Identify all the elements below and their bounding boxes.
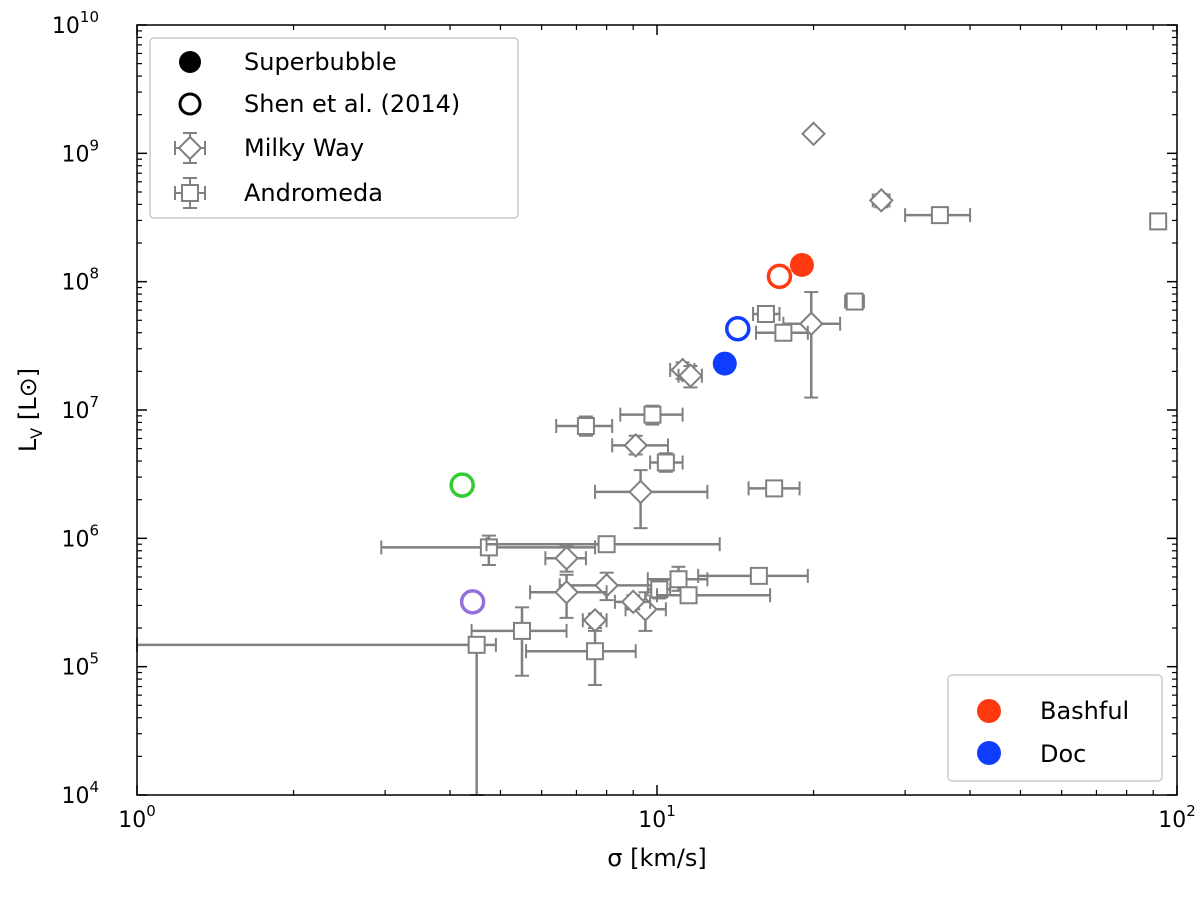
y-tick-label: 108	[61, 265, 99, 296]
square-marker	[930, 206, 949, 225]
y-axis-label-unit: [L⊙]	[14, 368, 42, 428]
square-marker	[669, 570, 688, 589]
shen-point	[725, 315, 751, 342]
milky-way-point	[868, 187, 894, 213]
y-tick-label: 1010	[52, 8, 99, 39]
milky-way-point	[581, 607, 608, 633]
x-axis-label: σ [km/s]	[607, 844, 706, 872]
shen-point	[459, 589, 486, 615]
andromeda-point	[525, 629, 637, 686]
milky-way-point	[613, 589, 652, 615]
milky-way-point	[544, 545, 587, 573]
plot-layer	[136, 121, 1168, 796]
square-marker	[512, 621, 531, 640]
y-axis-label-main: L	[14, 438, 42, 452]
legend-colors-box	[947, 674, 1163, 782]
legend-bashful-label: Bashful	[1040, 697, 1129, 725]
shen-point	[766, 263, 793, 290]
milky-way-point	[594, 469, 709, 530]
legend-markers-box	[149, 37, 519, 219]
milky-way-point	[529, 573, 608, 619]
andromeda-point	[752, 304, 781, 323]
y-tick-label: 109	[61, 136, 99, 167]
shen-point	[449, 472, 475, 498]
legend-shen-marker	[178, 92, 202, 116]
legend-milky-way-marker	[174, 132, 206, 164]
diamond-marker	[623, 432, 649, 458]
square-marker	[749, 566, 768, 585]
legend-bashful-marker	[977, 699, 1001, 723]
y-tick-label: 104	[61, 778, 99, 809]
andromeda-point	[656, 586, 772, 605]
andromeda-point	[619, 404, 684, 426]
square-marker	[576, 417, 595, 436]
legend-markers: Superbubble Shen et al. (2014) Milky Way…	[149, 37, 519, 219]
andromeda-point	[844, 292, 865, 311]
square-marker	[597, 535, 616, 554]
y-axis-label-sub: V	[27, 428, 46, 439]
square-marker	[656, 453, 675, 472]
diamond-marker	[554, 579, 579, 605]
andromeda-point	[380, 534, 597, 566]
diamond-marker	[798, 311, 824, 337]
y-tick-label: 105	[61, 650, 99, 681]
andromeda-point	[754, 323, 809, 342]
diamond-marker	[801, 121, 826, 147]
diamond-marker	[678, 363, 703, 389]
legend-doc-label: Doc	[1040, 740, 1086, 768]
diamond-marker	[582, 607, 608, 633]
legend-andromeda-label: Andromeda	[244, 179, 383, 207]
andromeda-point	[555, 415, 614, 437]
square-marker	[845, 292, 864, 311]
superbubble-point	[712, 351, 737, 376]
milky-way-point	[611, 432, 670, 458]
andromeda-point	[697, 566, 809, 585]
legend-doc-marker	[977, 741, 1001, 765]
x-tick-label: 100	[118, 802, 156, 833]
square-marker	[467, 635, 486, 654]
legend-superbubble-marker	[179, 51, 201, 73]
diamond-marker	[628, 479, 654, 505]
andromeda-point	[747, 479, 801, 498]
square-marker	[643, 405, 662, 424]
square-marker	[765, 479, 784, 498]
square-marker	[774, 323, 793, 342]
legend-colors: Bashful Doc	[947, 674, 1163, 782]
legend-andromeda-marker	[174, 177, 206, 209]
milky-way-point	[677, 363, 703, 389]
diamond-marker	[620, 589, 646, 615]
legend-milky-way-label: Milky Way	[244, 134, 364, 162]
andromeda-point	[470, 606, 568, 677]
legend-superbubble-label: Superbubble	[244, 48, 397, 76]
andromeda-point	[136, 635, 497, 796]
square-marker	[679, 586, 698, 605]
square-marker	[650, 580, 669, 599]
diamond-marker	[868, 187, 894, 213]
diamond-marker	[554, 545, 579, 571]
y-tick-label: 106	[61, 521, 99, 552]
andromeda-point	[904, 206, 972, 225]
milky-way-point	[782, 291, 842, 399]
y-tick-label: 107	[61, 393, 99, 424]
milky-way-point	[801, 121, 826, 147]
square-marker	[1149, 212, 1168, 231]
superbubble-point	[789, 252, 814, 277]
andromeda-point	[649, 452, 684, 473]
square-marker	[586, 642, 605, 661]
x-tick-label: 102	[1158, 802, 1196, 833]
axis-ticks: 100 101 102 104 105 106 107 108 109 1010	[52, 8, 1196, 833]
andromeda-point	[485, 535, 721, 554]
x-tick-label: 101	[638, 802, 676, 833]
andromeda-point	[1149, 212, 1168, 231]
andromeda-point	[646, 565, 709, 592]
square-marker	[756, 304, 775, 323]
square-marker	[479, 538, 498, 557]
y-axis-label: LV [L⊙]	[14, 368, 46, 452]
legend-shen-label: Shen et al. (2014)	[244, 90, 460, 118]
